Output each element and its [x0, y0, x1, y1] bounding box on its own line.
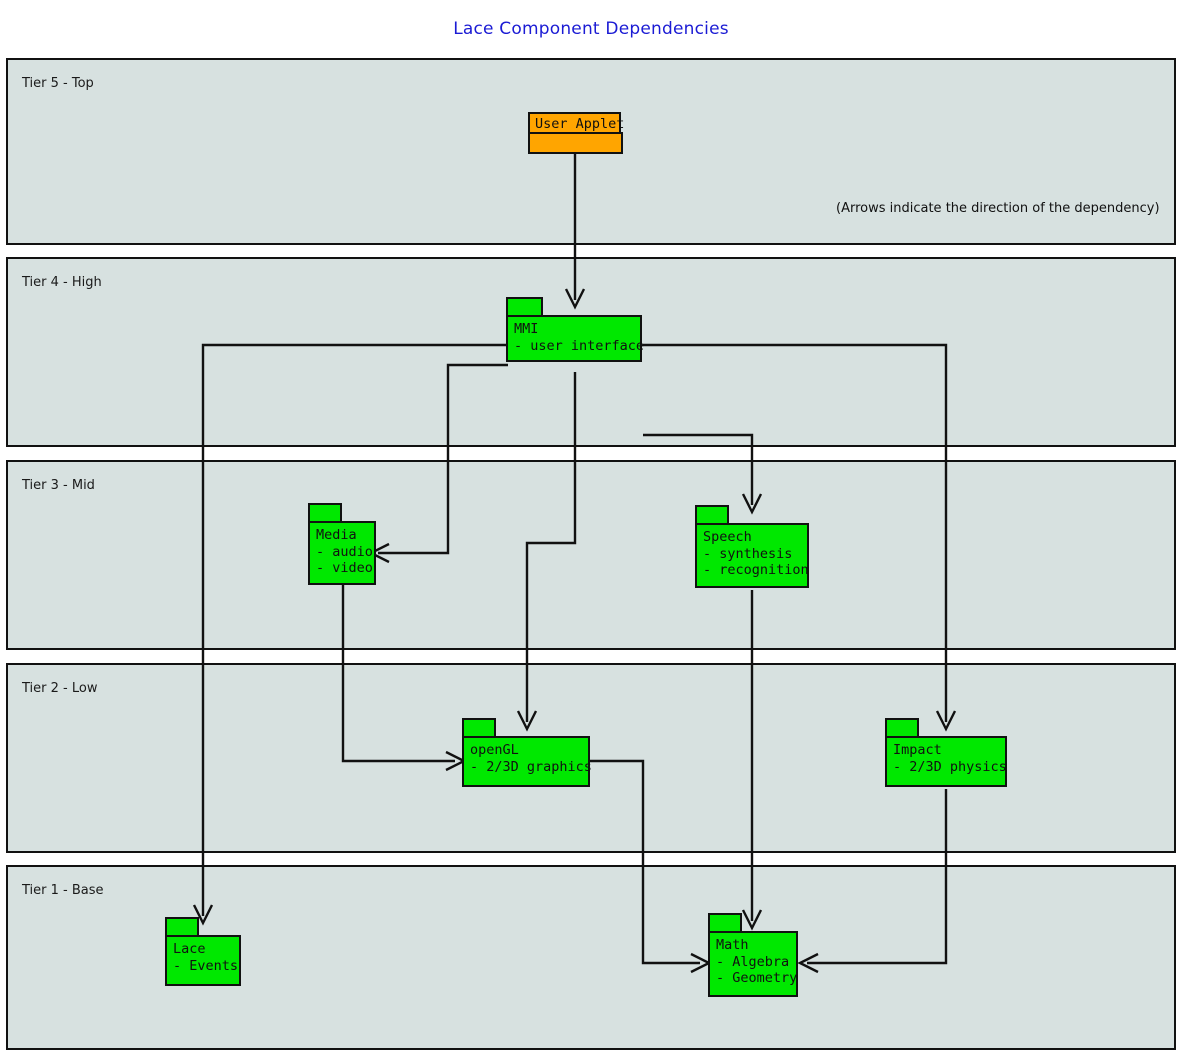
arrow-direction-note: (Arrows indicate the direction of the de… [836, 201, 1160, 216]
component-mmi[interactable]: MMI - user interface [506, 297, 644, 362]
component-opengl-tab [462, 718, 496, 738]
component-speech[interactable]: Speech - synthesis - recognition [695, 505, 809, 588]
component-mmi-tab [506, 297, 543, 317]
component-math-tab [708, 913, 742, 933]
tier-5-label: Tier 5 - Top [22, 76, 94, 91]
component-opengl[interactable]: openGL - 2/3D graphics [462, 718, 592, 787]
tier-2-label: Tier 2 - Low [22, 681, 98, 696]
component-opengl-body: openGL - 2/3D graphics [462, 736, 592, 787]
component-user-applet-body [528, 132, 623, 154]
component-math[interactable]: Math - Algebra - Geometry [708, 913, 798, 997]
component-impact-body: Impact - 2/3D physics [885, 736, 1007, 787]
component-lace[interactable]: Lace - Events [165, 917, 241, 986]
component-math-body: Math - Algebra - Geometry [708, 931, 798, 997]
component-lace-tab [165, 917, 199, 937]
tier-4-container: Tier 4 - High [6, 257, 1176, 447]
component-media[interactable]: Media - audio - video [308, 503, 376, 585]
tier-1-label: Tier 1 - Base [22, 883, 104, 898]
tier-3-container: Tier 3 - Mid [6, 460, 1176, 650]
tier-4-label: Tier 4 - High [22, 275, 102, 290]
tier-3-label: Tier 3 - Mid [22, 478, 95, 493]
component-mmi-body: MMI - user interface [506, 315, 644, 362]
component-impact-tab [885, 718, 919, 738]
component-user-applet[interactable]: User Applet [528, 112, 624, 154]
component-speech-body: Speech - synthesis - recognition [695, 523, 809, 588]
component-media-body: Media - audio - video [308, 521, 376, 585]
page-title: Lace Component Dependencies [453, 19, 729, 39]
component-lace-body: Lace - Events [165, 935, 241, 986]
component-media-tab [308, 503, 342, 523]
component-impact[interactable]: Impact - 2/3D physics [885, 718, 1007, 787]
component-speech-tab [695, 505, 729, 525]
component-user-applet-label: User Applet [528, 112, 624, 134]
